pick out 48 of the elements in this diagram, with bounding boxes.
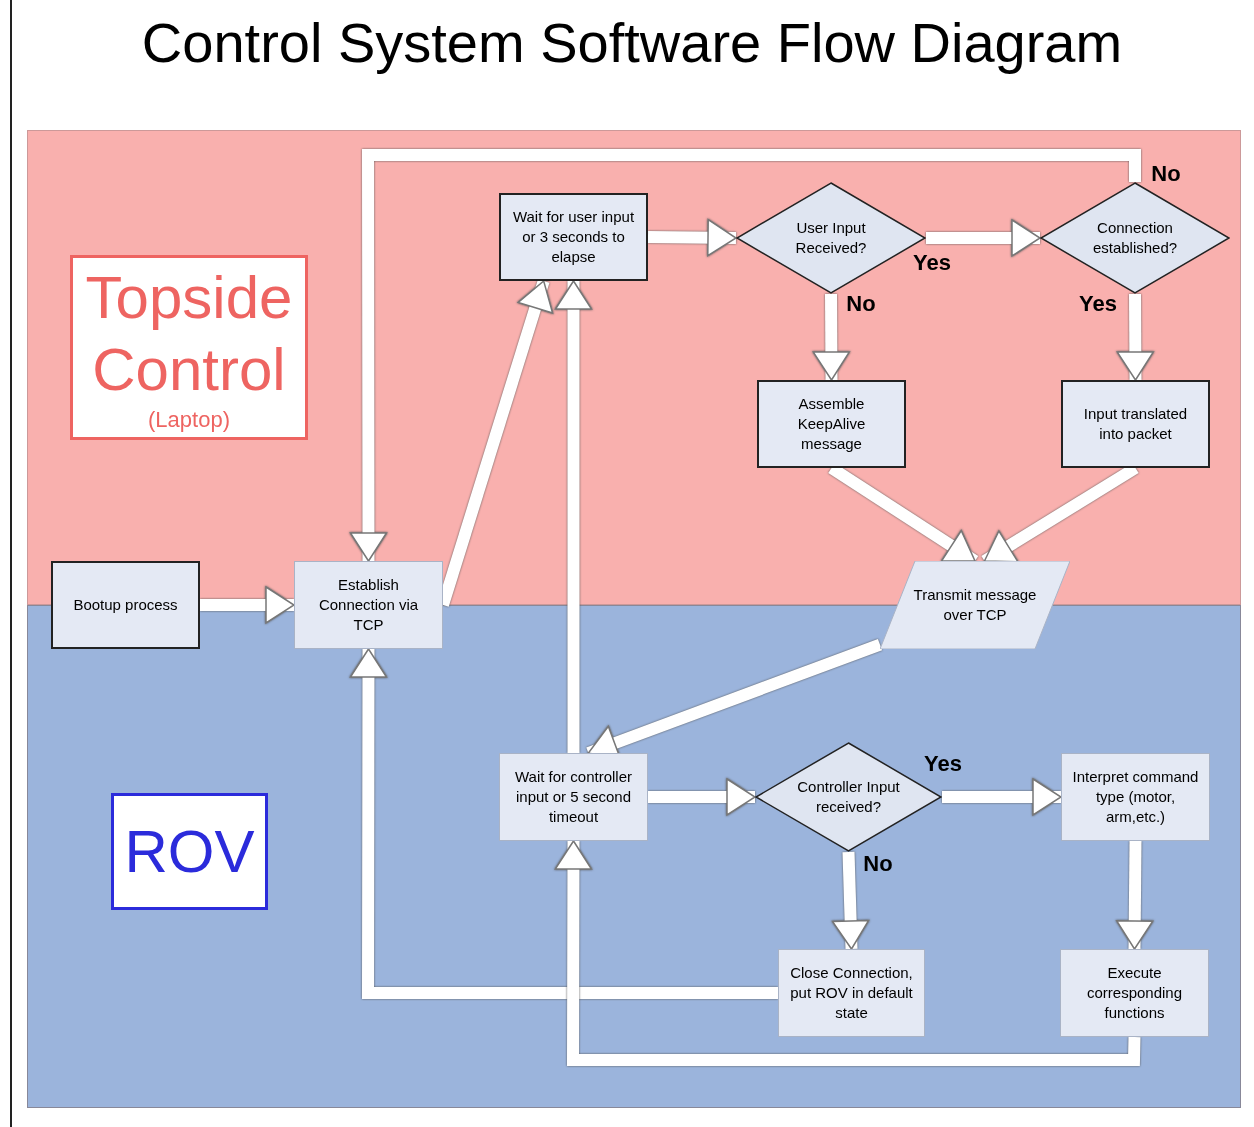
node-text: Bootup process: [73, 595, 178, 615]
edge-label: No: [863, 851, 893, 877]
process-box: [51, 561, 200, 649]
node-text: Wait for controller input or 5 second timeout: [514, 767, 633, 827]
arrow: [926, 219, 1041, 257]
node-text: Execute corresponding functions: [1085, 963, 1184, 1023]
process-box: [757, 380, 906, 468]
arrow: [1116, 840, 1154, 950]
process-box: [778, 949, 925, 1037]
arrow: [831, 851, 870, 950]
node-text: Input translated into packet: [1082, 404, 1189, 444]
node-text: Controller Input received?: [796, 777, 901, 817]
lane-title-box: [111, 793, 268, 910]
arrow: [554, 280, 593, 753]
lane-title-box: [70, 255, 308, 440]
arrow: [942, 778, 1062, 816]
node-text: User Input Received?: [794, 218, 868, 258]
process-box: [499, 193, 648, 281]
node-text: Close Connection, put ROV in default state: [789, 963, 914, 1023]
arrow: [1116, 293, 1155, 381]
node-text: Transmit message over TCP: [912, 585, 1038, 625]
lane-title: ROV: [124, 816, 255, 887]
edge-label: Yes: [913, 250, 951, 276]
arrow: [647, 218, 737, 257]
process-box: [1061, 380, 1210, 468]
process-box: [1061, 753, 1210, 841]
diagram-title: Control System Software Flow Diagram: [140, 10, 1124, 76]
arrow: [349, 648, 778, 999]
decision-diamond: [1040, 182, 1230, 294]
node-text: Assemble KeepAlive message: [796, 394, 867, 454]
process-box: [1060, 949, 1209, 1037]
edge-label: Yes: [924, 751, 962, 777]
lane-subtitle: (Laptop): [148, 405, 230, 434]
arrow: [812, 293, 851, 381]
edge-label: Yes: [1079, 291, 1117, 317]
node-text: Establish Connection via TCP: [317, 575, 420, 635]
io-parallelogram: [880, 561, 1070, 649]
lane-title: Topside Control: [84, 262, 294, 405]
arrow: [648, 778, 756, 816]
node-text: Wait for user input or 3 seconds to elapse: [511, 207, 636, 267]
node-text: Connection established?: [1091, 218, 1179, 258]
process-box: [294, 561, 443, 649]
arrow: [349, 149, 1141, 562]
arrow: [554, 840, 1141, 1066]
node-text: Interpret command type (motor, arm,etc.): [1071, 767, 1200, 827]
edge-label: No: [1151, 161, 1181, 187]
edge-label: No: [846, 291, 876, 317]
process-box: [499, 753, 648, 841]
